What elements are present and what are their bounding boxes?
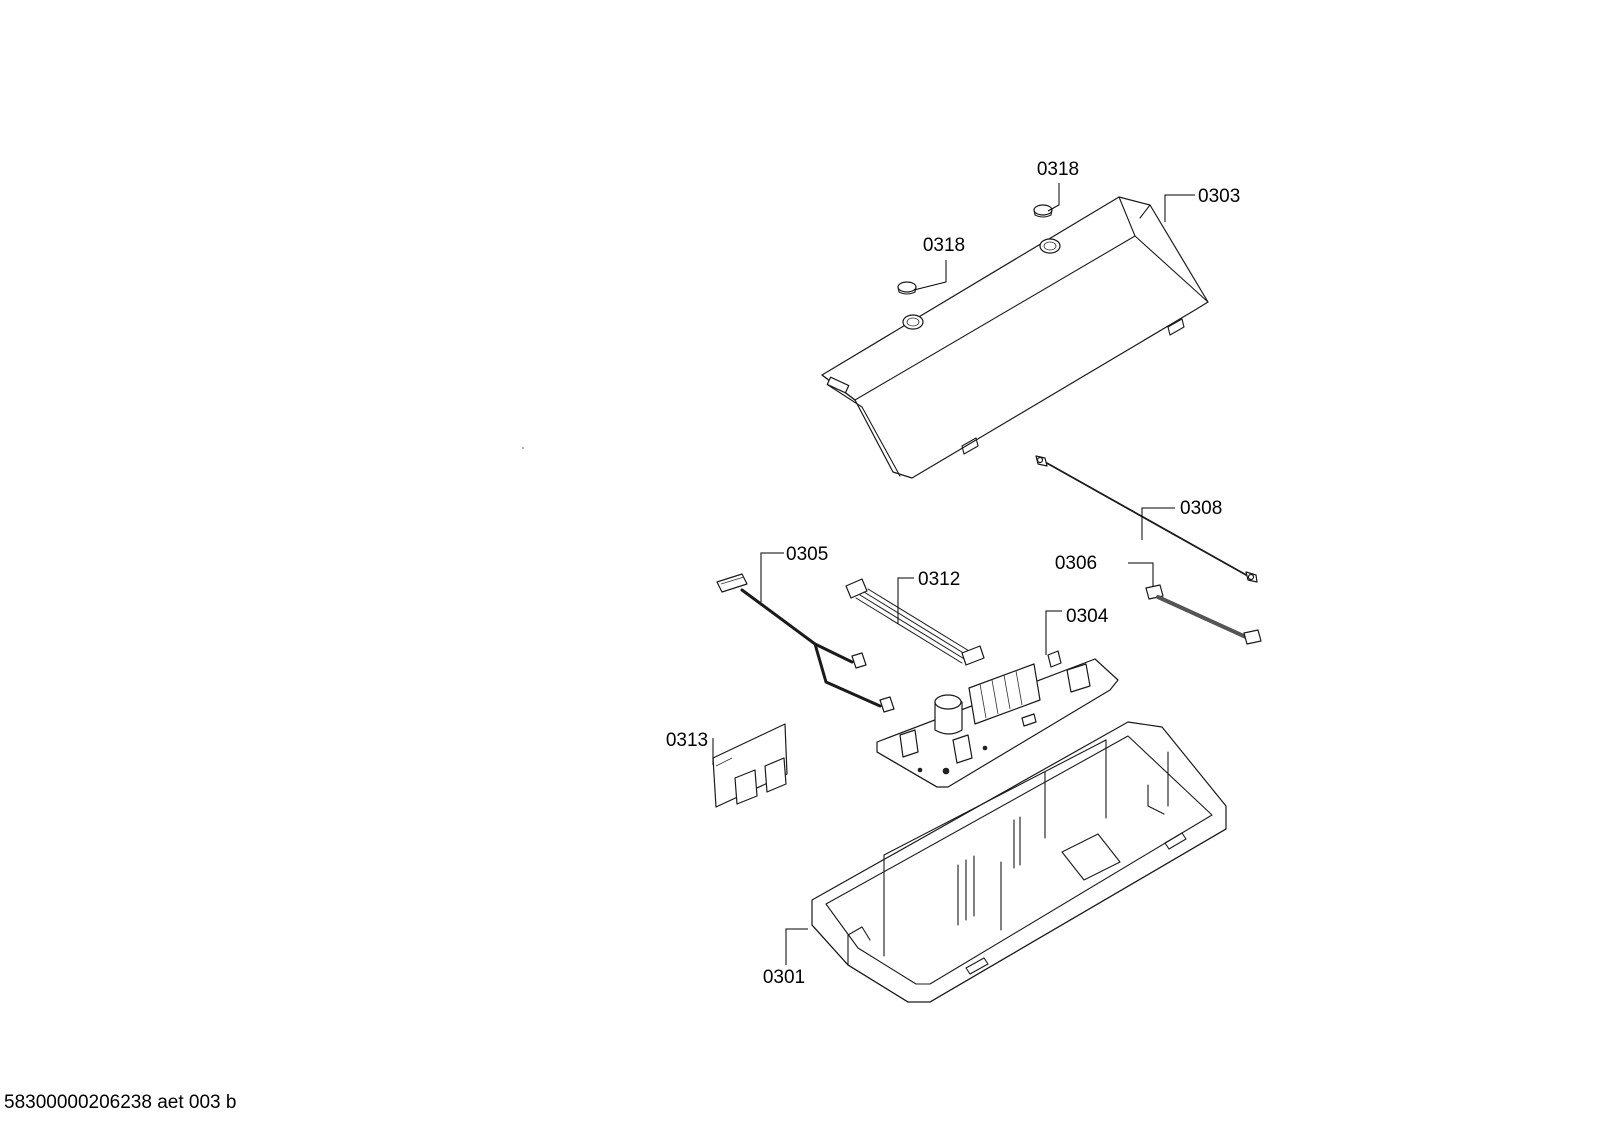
part-0313-interface-board: [712, 723, 788, 808]
part-0312-ribbon-harness: [845, 578, 985, 666]
callout-0308: 0308: [1180, 498, 1222, 519]
part-0308-ground-cable: [1035, 455, 1258, 583]
part-0303-top-cover: [821, 196, 1209, 479]
callout-0312: 0312: [918, 569, 960, 590]
callout-0304: 0304: [1066, 606, 1109, 627]
callout-0305: 0305: [786, 544, 828, 565]
part-0318-cap-left: [897, 281, 917, 295]
callout-0313: 0313: [666, 730, 708, 751]
callout-0318-top: 0318: [1037, 159, 1079, 180]
part-0304-control-board: [876, 650, 1119, 788]
part-0301-base-housing: [811, 721, 1227, 1003]
leader-lines: [712, 183, 1195, 965]
callout-0301: 0301: [763, 967, 805, 988]
stray-dot: [522, 447, 524, 449]
callout-labels: 0318 0303 0318 0308 0305 0312 0306 0304 …: [666, 159, 1240, 988]
footer-document-code: 58300000206238 aet 003 b: [4, 1092, 236, 1113]
part-0318-cap-top: [1033, 204, 1053, 218]
callout-0318-left: 0318: [923, 235, 965, 256]
part-0306-ribbon-cable: [1145, 584, 1262, 645]
callout-0303: 0303: [1198, 186, 1240, 207]
callout-0306: 0306: [1055, 553, 1097, 574]
part-0305-wire-harness: [716, 573, 895, 713]
